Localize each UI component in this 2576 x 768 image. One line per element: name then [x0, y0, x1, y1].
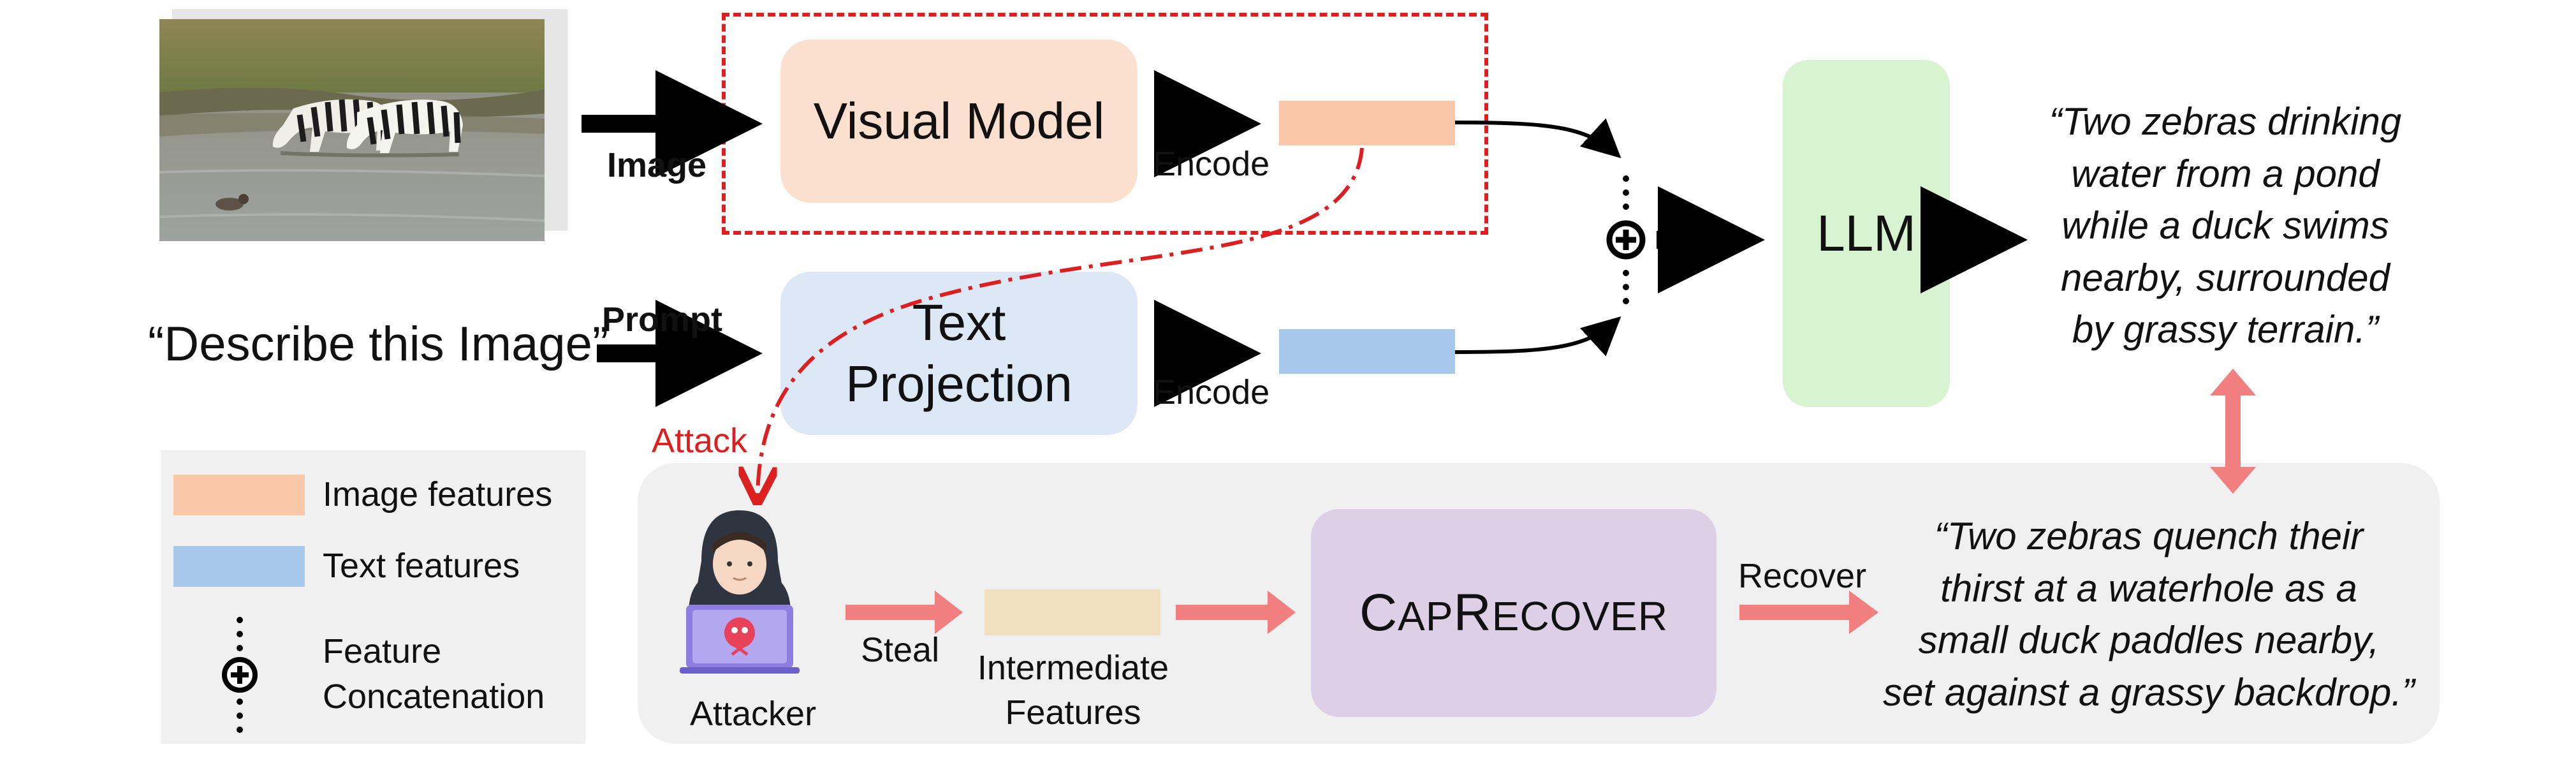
legend-swatch-image [173, 475, 305, 515]
legend-concat-line2: Concatenation [323, 677, 545, 716]
input-image-shadow [172, 9, 567, 231]
text-projection-label-line1: Text [912, 294, 1006, 351]
original-caption-line: water from a pond [2071, 152, 2380, 195]
original-caption-line: nearby, surrounded [2061, 256, 2390, 299]
intermediate-feature-block [984, 589, 1160, 635]
intermediate-line2: Features [1005, 693, 1141, 732]
recovered-caption-line: set against a grassy backdrop.” [1883, 670, 2415, 714]
intermediate-features-label: Intermediate Features [962, 646, 1185, 735]
encode-top-label: Encode [1153, 145, 1270, 183]
caprecover-box: CAPRECOVER [1311, 509, 1716, 717]
prompt-text: “Describe this Image” [148, 317, 609, 371]
text-feature-block [1279, 329, 1455, 374]
recovered-caption-line: thirst at a waterhole as a [1940, 566, 2357, 610]
legend-image-features: Image features [323, 475, 553, 513]
legend-swatch-text [173, 546, 305, 587]
original-caption-line: while a duck swims [2061, 204, 2389, 247]
original-caption-line: by grassy terrain.” [2072, 308, 2379, 351]
recovered-caption-line: “Two zebras quench their [1934, 515, 2364, 558]
legend-concat-line1: Feature [323, 632, 442, 670]
curve-text-to-concat [1454, 316, 1621, 357]
text-projection-box: Text Projection [780, 272, 1138, 435]
steal-label: Steal [861, 631, 940, 669]
original-caption-line: “Two zebras drinking [2049, 100, 2402, 143]
llm-label: LLM [1817, 205, 1916, 262]
llm-box: LLM [1783, 60, 1950, 407]
caprecover-label: CAPRECOVER [1359, 584, 1669, 642]
concat-symbol [1606, 175, 1646, 304]
encode-bottom-label: Encode [1153, 373, 1270, 411]
recovered-caption: “Two zebras quench their thirst at a wat… [1849, 510, 2448, 718]
intermediate-line1: Intermediate [977, 649, 1169, 687]
legend: Image features Text features Feature Con… [161, 450, 585, 744]
text-projection-label-line2: Projection [845, 355, 1072, 412]
original-caption: “Two zebras drinking water from a pond w… [2009, 96, 2442, 356]
legend-concat-icon [222, 617, 258, 733]
legend-text-features: Text features [323, 547, 520, 585]
legend-concat: Feature Concatenation [323, 629, 545, 720]
image-feature-block [1279, 101, 1455, 145]
image-input-label: Image [607, 146, 707, 184]
attack-label: Attack [652, 422, 748, 460]
visual-model-box: Visual Model [780, 40, 1138, 203]
recovered-caption-line: small duck paddles nearby, [1918, 619, 2380, 662]
visual-model-label: Visual Model [813, 92, 1105, 149]
attacker-label: Attacker [690, 695, 817, 733]
recover-label: Recover [1738, 557, 1867, 595]
prompt-label: Prompt [602, 300, 722, 339]
